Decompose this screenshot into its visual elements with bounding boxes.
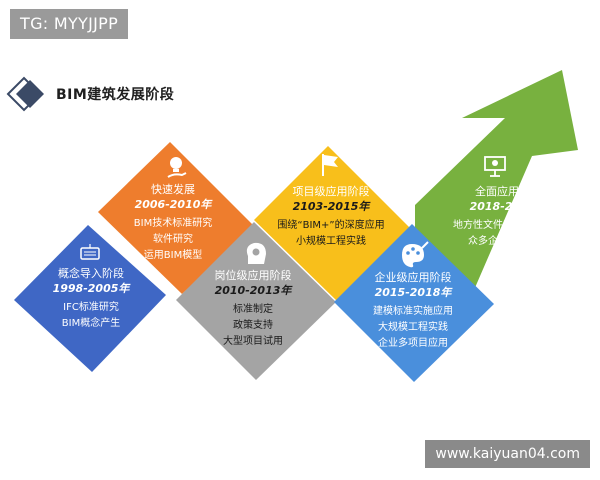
stage-5-line: 建模标准实施应用 — [373, 306, 453, 317]
stage-5-shape — [334, 224, 494, 382]
stage-1-years: 1998-2005年 — [52, 282, 130, 295]
stage-6-line: 众多企业全面应用 — [468, 236, 548, 247]
keyboard-icon — [80, 244, 100, 260]
stage-3-shape — [176, 222, 336, 380]
stage-5-text: 企业级应用阶段 2015-2018年 建模标准实施应用 大规模工程实践 企业多项… — [356, 270, 470, 352]
tag-badge: TG: MYYJJPP — [10, 9, 129, 39]
watermark: www.kaiyuan04.com — [425, 440, 590, 468]
stage-6-years: 2018-2020年 — [469, 200, 547, 213]
stage-6-name: 全面应用阶段 — [475, 185, 541, 198]
stage-3-line: 政策支持 — [233, 320, 273, 331]
stage-6-shape — [415, 70, 578, 290]
flag-icon — [322, 154, 338, 176]
stage-4-shape — [254, 146, 412, 302]
stage-1-name: 概念导入阶段 — [58, 267, 124, 280]
stage-5-line: 企业多项目应用 — [378, 338, 448, 349]
stage-5-name: 企业级应用阶段 — [374, 271, 452, 284]
stage-3-years: 2010-2013年 — [214, 284, 292, 297]
stage-4-name: 项目级应用阶段 — [292, 185, 370, 198]
stage-1-line: BIM概念产生 — [61, 318, 121, 329]
stage-2-shape — [98, 142, 254, 294]
head-gear-icon — [246, 242, 266, 264]
stage-2-line: BIM技术标准研究 — [133, 218, 213, 229]
stage-5-years: 2015-2018年 — [374, 286, 452, 299]
stage-2-text: 快速发展 2006-2010年 BIM技术标准研究 软件研究 运用BIM模型 — [118, 182, 228, 264]
stage-5-line: 大规模工程实践 — [378, 322, 448, 333]
stage-1-line: IFC标准研究 — [63, 302, 119, 313]
diamond-icon — [6, 76, 44, 112]
stage-3-line: 大型项目试用 — [223, 336, 283, 347]
lightbulb-hand-icon — [167, 157, 187, 178]
stage-6-text: 全面应用阶段 2018-2020年 地方性文件收费标准明确 众多企业全面应用 — [438, 184, 578, 250]
stage-4-years: 2103-2015年 — [292, 200, 370, 213]
stage-2-line: 运用BIM模型 — [143, 250, 203, 261]
stage-6-line: 地方性文件收费标准明确 — [453, 220, 563, 231]
stage-1-text: 概念导入阶段 1998-2005年 IFC标准研究 BIM概念产生 — [36, 266, 146, 332]
stage-1-shape — [14, 225, 166, 372]
stage-2-name: 快速发展 — [151, 183, 195, 196]
stage-4-line: 小规模工程实践 — [296, 236, 366, 247]
stage-4-text: 项目级应用阶段 2103-2015年 围绕“BIM+”的深度应用 小规模工程实践 — [268, 184, 394, 250]
stage-2-line: 软件研究 — [153, 234, 193, 245]
stage-3-name: 岗位级应用阶段 — [214, 269, 292, 282]
presentation-icon — [484, 156, 506, 177]
stage-4-line: 围绕“BIM+”的深度应用 — [277, 220, 385, 231]
stage-2-years: 2006-2010年 — [134, 198, 212, 211]
section-title: BIM建筑发展阶段 — [6, 74, 174, 114]
palette-icon — [402, 241, 429, 268]
stage-3-text: 岗位级应用阶段 2010-2013年 标准制定 政策支持 大型项目试用 — [198, 268, 308, 350]
page-title: BIM建筑发展阶段 — [56, 87, 175, 103]
stage-3-line: 标准制定 — [233, 304, 273, 315]
